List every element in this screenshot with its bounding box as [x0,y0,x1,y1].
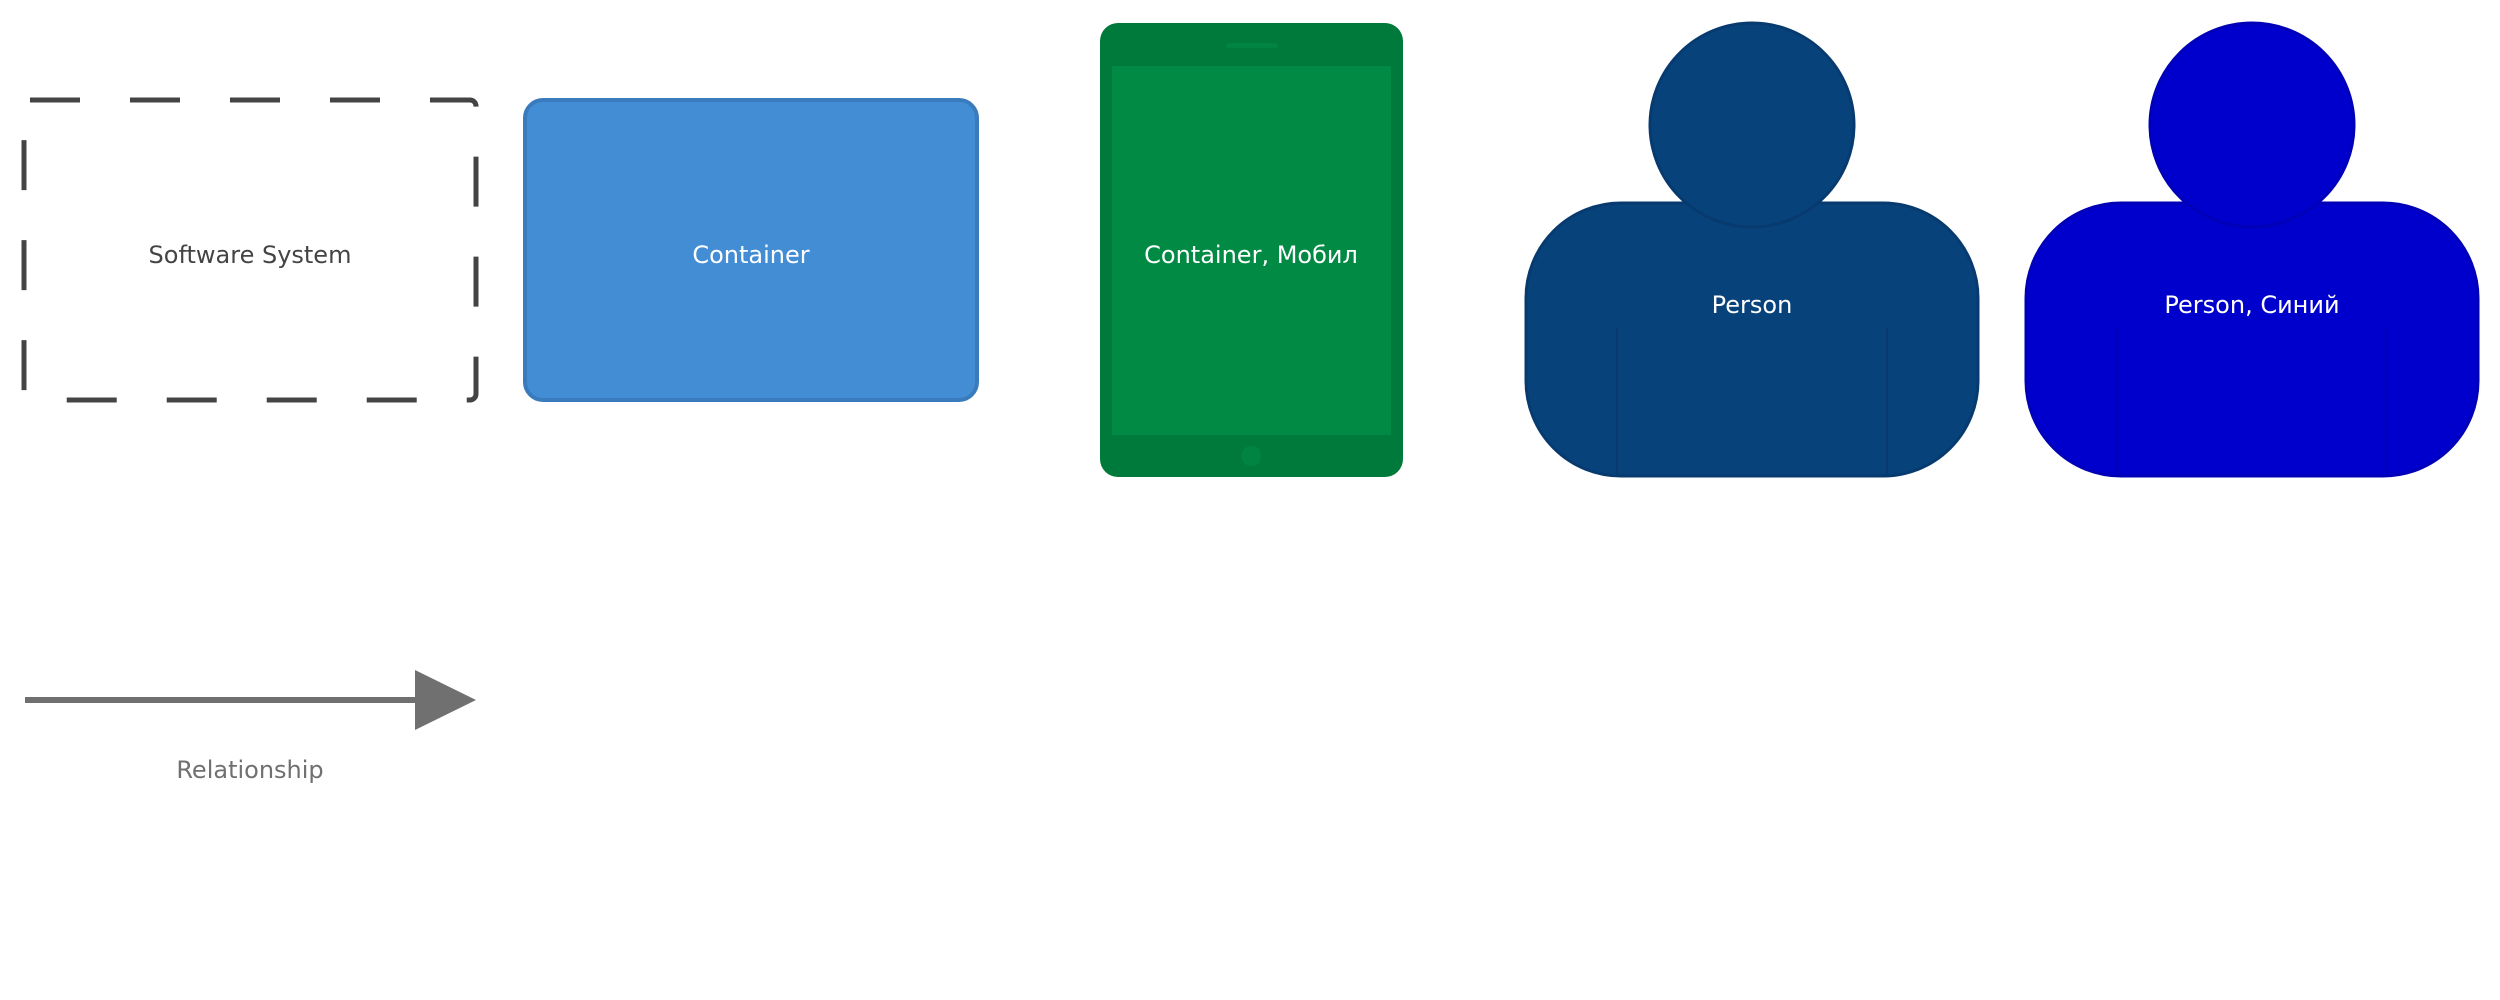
person-head [1648,21,1856,229]
container-element[interactable]: Container [523,98,979,402]
person-blue-element[interactable]: Person, Синий [2024,21,2480,478]
person-body [1524,201,1980,478]
person-blue-body [2024,201,2480,478]
relationship-element[interactable]: Relationship [25,670,476,784]
container-mobile-label: Container, Мобил [1144,241,1358,269]
person-blue-head [2148,21,2356,229]
software-system-element[interactable]: Software System [21,97,479,403]
container-label: Container [692,241,809,269]
person-label: Person [1712,291,1793,319]
software-system-label: Software System [149,241,352,269]
mobile-home-button [1241,446,1261,466]
relationship-arrowhead [415,670,476,730]
container-box [523,98,979,402]
person-element[interactable]: Person [1524,21,1980,478]
software-system-border [21,97,479,403]
relationship-label: Relationship [176,756,323,784]
mobile-speaker-slot [1226,43,1278,48]
person-blue-label: Person, Синий [2164,291,2339,319]
mobile-device-screen [1112,66,1391,435]
container-mobile-element[interactable]: Container, Мобил [1100,23,1403,477]
